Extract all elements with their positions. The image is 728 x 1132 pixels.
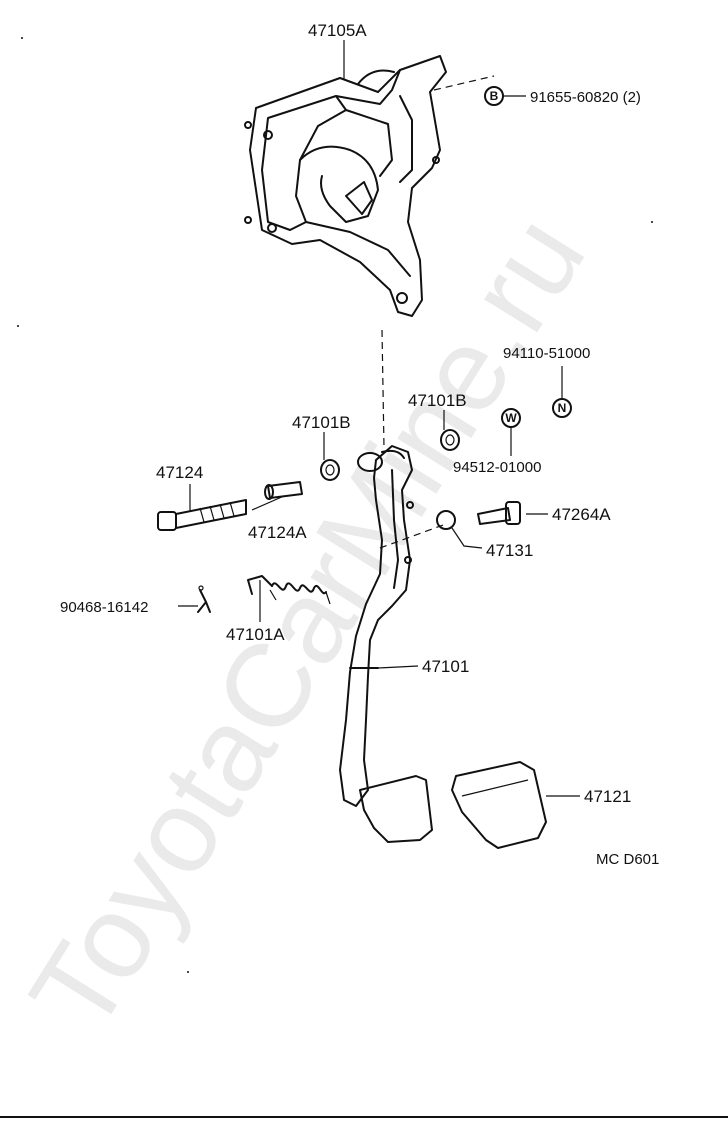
label-47264A: 47264A — [552, 505, 611, 524]
label-90468-16142: 90468-16142 — [60, 599, 148, 616]
diagram-code: MC D601 — [596, 851, 659, 868]
label-47101A: 47101A — [226, 625, 285, 644]
nut-n-symbol: N — [552, 398, 572, 418]
stop-bolt-drawing — [477, 501, 521, 525]
label-47101B-left: 47101B — [292, 413, 351, 432]
bushing-top-drawing — [440, 429, 460, 451]
svg-text:N: N — [558, 401, 567, 415]
svg-text:W: W — [505, 411, 517, 425]
pedal-pad-drawing — [451, 761, 547, 849]
label-47124: 47124 — [156, 463, 203, 482]
label-94512-01000: 94512-01000 — [453, 459, 541, 476]
pivot-bolt-drawing — [157, 499, 247, 531]
label-94110-51000: 94110-51000 — [503, 345, 590, 362]
bolt-b-symbol: B — [484, 86, 504, 106]
label-47101B-top: 47101B — [408, 391, 467, 410]
watermark: ToyotaCarMine.ru — [5, 194, 610, 1054]
collar-drawing — [264, 481, 303, 500]
svg-text:B: B — [490, 89, 499, 103]
label-91655-60820: 91655-60820 (2) — [530, 89, 641, 106]
label-47105A: 47105A — [308, 21, 367, 40]
leader-lines — [178, 40, 580, 797]
washer-w-symbol: W — [501, 408, 521, 428]
bushing-left-drawing — [320, 459, 340, 481]
label-47124A: 47124A — [248, 523, 307, 542]
label-47121: 47121 — [584, 787, 631, 806]
pedal-bracket-drawing — [244, 55, 447, 317]
cushion-drawing — [436, 510, 456, 530]
return-spring-drawing — [247, 575, 331, 605]
label-47131: 47131 — [486, 541, 533, 560]
pedal-arm-drawing — [339, 445, 433, 843]
label-47101: 47101 — [422, 657, 469, 676]
clip-drawing — [197, 585, 211, 613]
assembly-lines — [379, 75, 495, 549]
